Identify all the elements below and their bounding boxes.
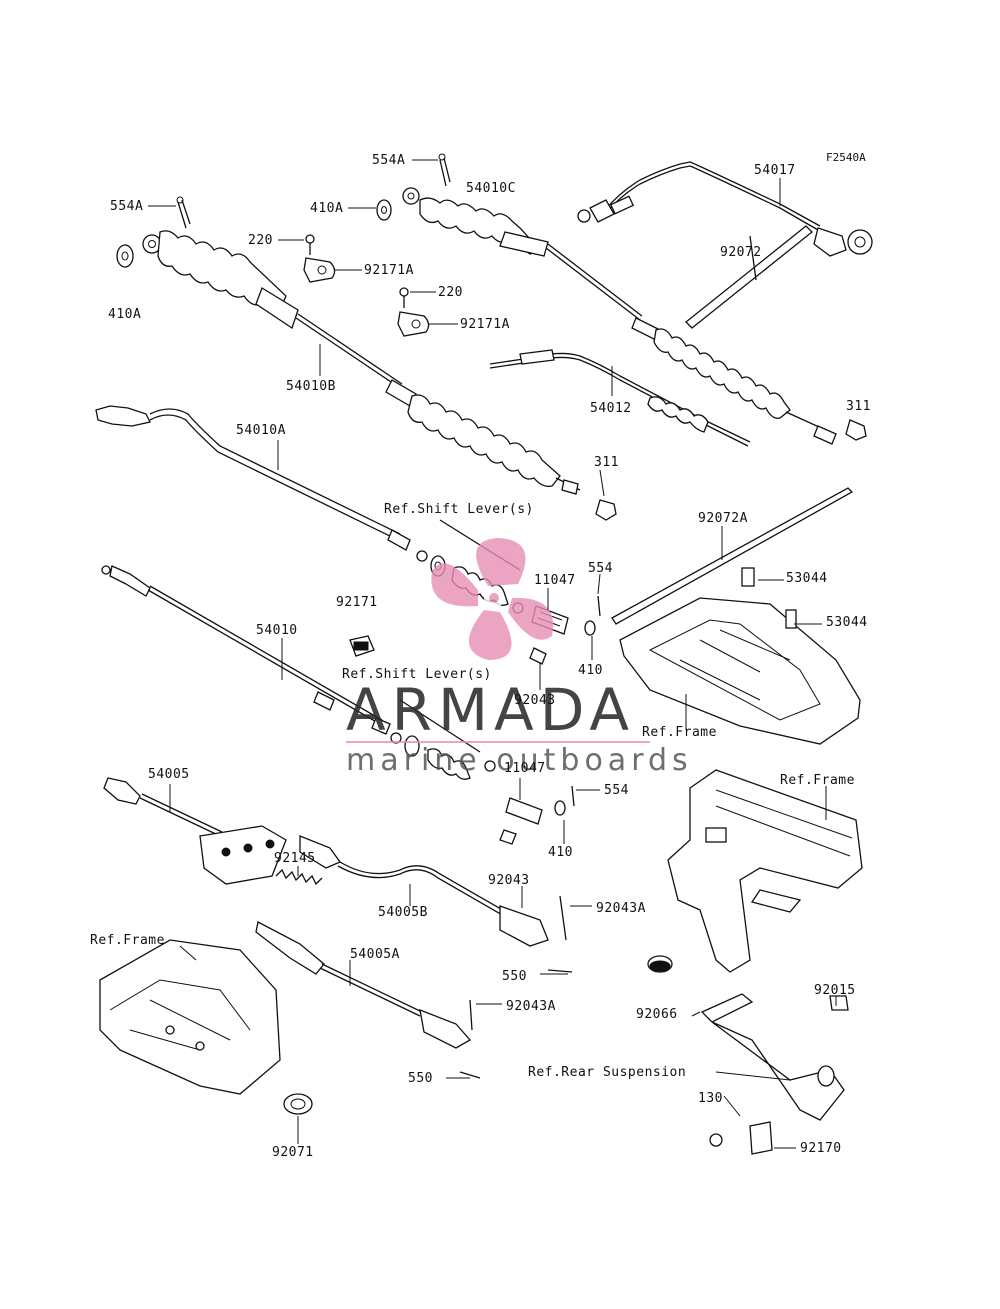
label-53044-a: 53044 (786, 571, 828, 586)
pin-554a-top (438, 153, 451, 187)
propeller-logo (431, 538, 554, 660)
spring-92145 (275, 868, 323, 886)
label-54012: 54012 (590, 401, 632, 416)
figure-code: F2540A (826, 151, 866, 164)
label-92066: 92066 (636, 1007, 678, 1022)
label-ref-shift-lever-1: Ref.Shift Lever(s) (384, 502, 534, 517)
label-550-b: 550 (408, 1071, 433, 1086)
label-54010b: 54010B (286, 379, 336, 394)
cable-54005a (255, 921, 481, 1079)
cable-54012 (489, 349, 751, 447)
label-54005b: 54005B (378, 905, 428, 920)
label-ref-frame-2: Ref.Frame (780, 773, 855, 788)
label-ref-frame-3: Ref.Frame (90, 933, 165, 948)
label-92170: 92170 (800, 1141, 842, 1156)
brand-name: ARMADA (346, 676, 635, 744)
label-410-a: 410 (578, 663, 603, 678)
label-ref-rear-suspension: Ref.Rear Suspension (528, 1065, 686, 1080)
rear-suspension-bracket (700, 993, 849, 1155)
label-92072: 92072 (720, 245, 762, 260)
label-554a-top: 554A (372, 153, 405, 168)
label-554-a: 554 (588, 561, 613, 576)
label-54010: 54010 (256, 623, 298, 638)
label-ref-frame-1: Ref.Frame (642, 725, 717, 740)
label-92015: 92015 (814, 983, 856, 998)
cable-54005b (299, 835, 573, 973)
label-92171a-a: 92171A (364, 263, 414, 278)
label-92043-b: 92043 (488, 873, 530, 888)
label-220-a: 220 (248, 233, 273, 248)
brand-tagline: marine outboards (346, 743, 693, 778)
label-410a-left: 410A (108, 307, 141, 322)
label-410-b: 410 (548, 845, 573, 860)
label-220-b: 220 (438, 285, 463, 300)
label-311-mid: 311 (594, 455, 619, 470)
cable-54010b (142, 230, 617, 521)
frame-lower-left (99, 939, 313, 1115)
label-92171: 92171 (336, 595, 378, 610)
label-54010c: 54010C (466, 181, 516, 196)
shift-lever-group-2 (390, 699, 575, 845)
label-53044-b: 53044 (826, 615, 868, 630)
label-11047-b: 11047 (504, 761, 546, 776)
pin-554a-left (176, 196, 191, 229)
label-92072a: 92072A (698, 511, 748, 526)
frame-lower-right (647, 769, 863, 973)
bolt-220-b (399, 287, 409, 308)
washer-410a-top (376, 199, 392, 221)
clamp-92171a-b (397, 311, 430, 337)
label-92043a-b: 92043A (506, 999, 556, 1014)
armada-watermark: ARMADA marine outboards (346, 538, 693, 778)
cable-54010 (101, 565, 391, 735)
part-labels: 554A 54010C 54017 410A 554A 220 92171A 2… (90, 153, 871, 1160)
frame-upper-right (611, 487, 861, 745)
label-54017: 54017 (754, 163, 796, 178)
rod-92072 (685, 225, 813, 329)
label-130: 130 (698, 1091, 723, 1106)
label-554a-left: 554A (110, 199, 143, 214)
cable-54005 (103, 777, 287, 885)
label-ref-shift-lever-2: Ref.Shift Lever(s) (342, 667, 492, 682)
label-54005: 54005 (148, 767, 190, 782)
label-550-a: 550 (502, 969, 527, 984)
label-554-b: 554 (604, 783, 629, 798)
label-92171a-b: 92171A (460, 317, 510, 332)
label-54005a: 54005A (350, 947, 400, 962)
cable-54010a (95, 405, 411, 551)
label-92043a-a: 92043A (596, 901, 646, 916)
label-54010a: 54010A (236, 423, 286, 438)
label-311-right: 311 (846, 399, 871, 414)
leader-lines (148, 159, 837, 1149)
washer-410a-left (116, 244, 134, 268)
cable-54017 (577, 161, 873, 257)
clip-92171 (349, 635, 375, 657)
label-410a-top: 410A (310, 201, 343, 216)
label-92145: 92145 (274, 851, 316, 866)
clamp-92171a-a (303, 257, 336, 283)
label-92071: 92071 (272, 1145, 314, 1160)
cable-54010c (402, 187, 867, 445)
label-11047-a: 11047 (534, 573, 576, 588)
bolt-220-a (305, 234, 315, 255)
label-92043-a: 92043 (514, 693, 556, 708)
